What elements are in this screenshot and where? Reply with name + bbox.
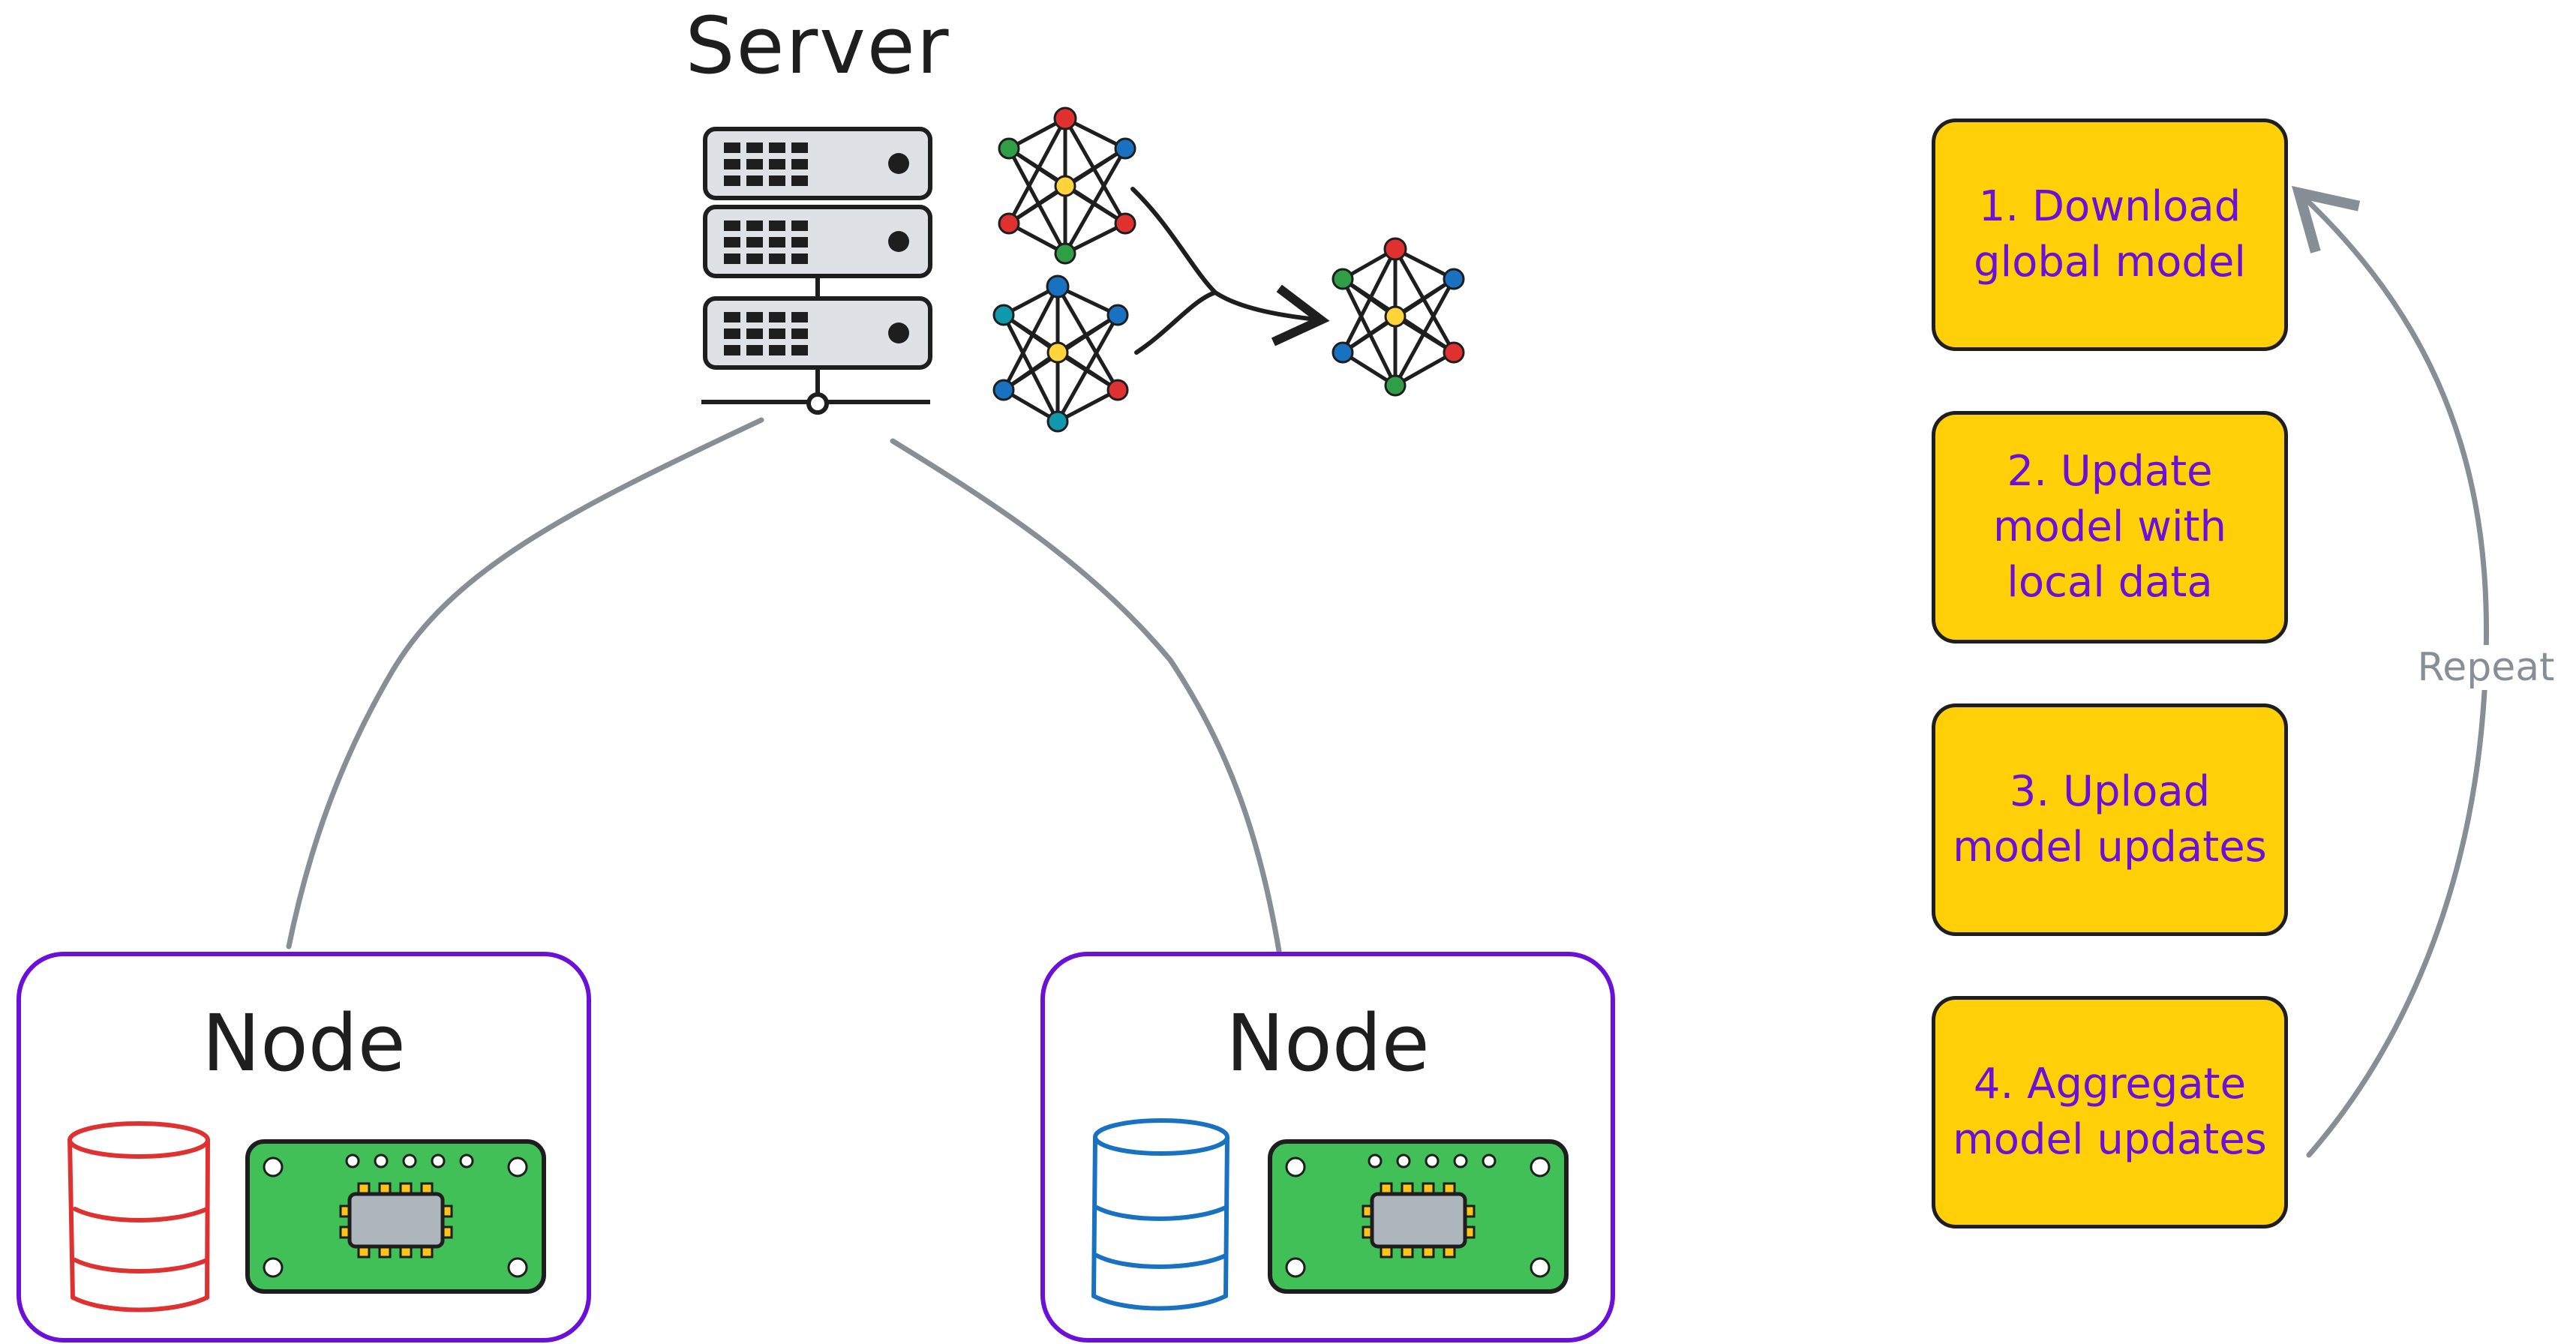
step-box-download: 1. Download global model bbox=[1932, 118, 2288, 351]
server-label: Server bbox=[685, 0, 950, 92]
node-label-left: Node bbox=[202, 998, 406, 1089]
repeat-label: Repeat bbox=[2397, 645, 2574, 690]
neural-network-blue-icon bbox=[992, 274, 1129, 433]
connector-server-node-right bbox=[890, 438, 1282, 954]
node-label-right: Node bbox=[1226, 998, 1430, 1089]
repeat-arrow bbox=[2292, 185, 2490, 1158]
step-box-upload: 3. Upload model updates bbox=[1932, 704, 2288, 936]
server-rack-icon bbox=[701, 127, 932, 415]
neural-network-aggregated-icon bbox=[1332, 237, 1465, 397]
aggregation-arrow bbox=[1130, 187, 1330, 346]
connector-server-node-left bbox=[286, 417, 764, 950]
step-box-aggregate: 4. Aggregate model updates bbox=[1932, 996, 2288, 1228]
database-blue-icon bbox=[1091, 1118, 1229, 1311]
step-label-aggregate: 4. Aggregate model updates bbox=[1953, 1060, 2267, 1164]
step-label-upload: 3. Upload model updates bbox=[1953, 767, 2267, 872]
step-label-download: 1. Download global model bbox=[1974, 182, 2246, 286]
step-box-update: 2. Update model with local data bbox=[1932, 411, 2288, 644]
neural-network-red-icon bbox=[998, 106, 1136, 265]
node-box-left bbox=[17, 952, 591, 1342]
circuit-board-icon bbox=[1268, 1139, 1569, 1294]
circuit-board-icon bbox=[245, 1139, 546, 1294]
step-label-update: 2. Update model with local data bbox=[1993, 447, 2226, 607]
database-red-icon bbox=[68, 1121, 210, 1312]
aggregation-arrow-lower bbox=[1134, 290, 1217, 355]
node-box-right bbox=[1040, 952, 1615, 1342]
